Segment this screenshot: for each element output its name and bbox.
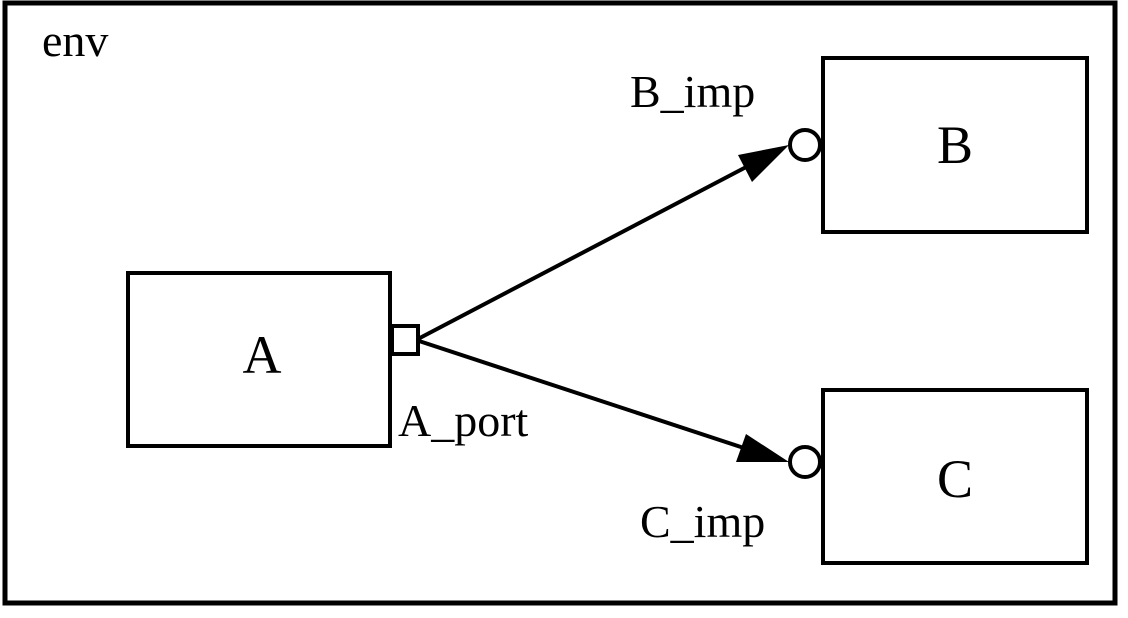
component-c-box [821, 388, 1089, 565]
component-b-label: B [937, 115, 973, 175]
component-b-box [821, 56, 1089, 234]
b-imp-circle-icon[interactable] [788, 128, 822, 162]
arrowhead-c-icon [736, 434, 789, 462]
connection-a-to-c [415, 338, 789, 462]
connection-a-to-c-line [415, 338, 751, 452]
env-label: env [42, 15, 108, 66]
connection-a-to-b-line [415, 163, 751, 342]
component-a[interactable]: A [126, 271, 392, 448]
component-a-label: A [243, 325, 282, 385]
connection-a-to-b [415, 145, 789, 342]
component-b[interactable]: B [821, 56, 1089, 234]
c-imp-label: C_imp [640, 496, 765, 547]
a-port-square-icon[interactable] [390, 324, 420, 356]
component-c-label: C [937, 449, 973, 509]
c-imp-circle-icon[interactable] [788, 445, 822, 479]
arrowhead-b-icon [738, 145, 789, 182]
b-imp-label: B_imp [630, 66, 755, 117]
component-c[interactable]: C [821, 388, 1089, 565]
component-a-box [126, 271, 392, 448]
a-port-label: A_port [398, 395, 529, 446]
